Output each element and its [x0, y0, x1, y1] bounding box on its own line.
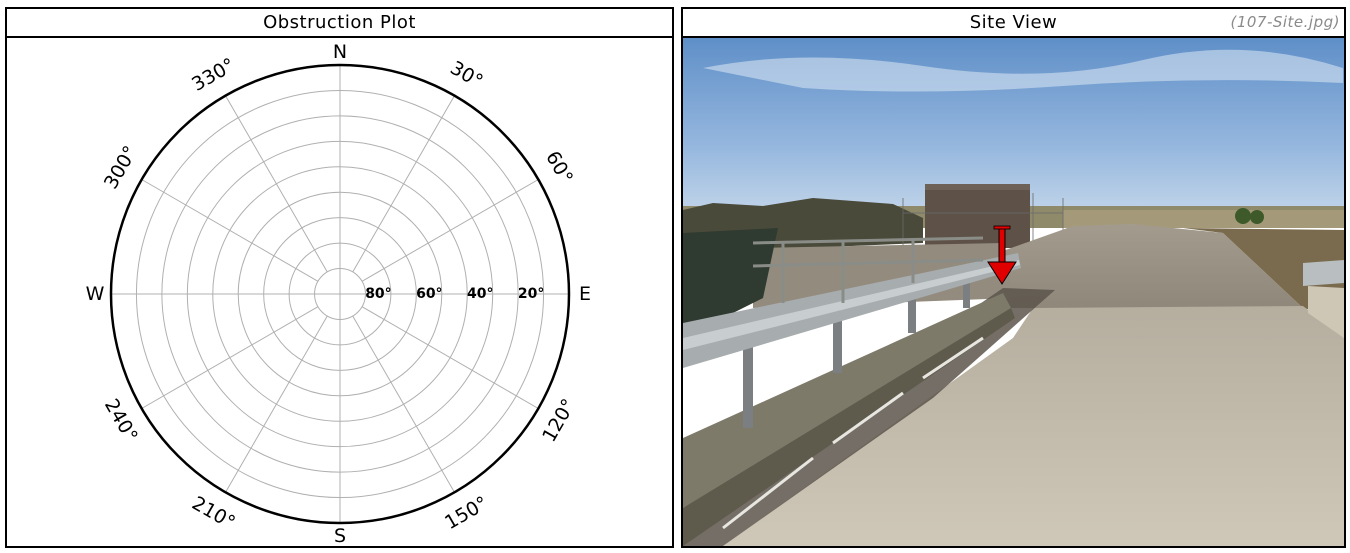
grass-field — [1183, 228, 1344, 318]
right-abutment — [1308, 286, 1344, 338]
azimuth-label: 300° — [100, 142, 142, 193]
guardrail-posts — [743, 268, 970, 428]
clouds — [703, 49, 1343, 92]
azimuth-label: 330° — [188, 54, 239, 96]
direction-label-south: S — [334, 525, 346, 546]
gravel-yard — [753, 243, 1013, 308]
azimuth-label: 60° — [541, 147, 577, 187]
azimuth-label: 210° — [188, 492, 239, 534]
elevation-label: 20° — [518, 286, 544, 302]
site-view-title-text: Site View — [969, 12, 1058, 33]
polar-plot: N E S W 30° 60° 120° 150° 210° 240° 300° 330° 80… — [86, 41, 591, 546]
shrub — [1250, 210, 1264, 224]
obstruction-plot-title: Obstruction Plot — [7, 9, 672, 38]
photo-file-label: (107-Site.jpg) — [1230, 13, 1340, 31]
site-photo — [683, 38, 1344, 546]
polar-grid — [111, 65, 569, 523]
guardrail-highlight — [683, 260, 1020, 350]
elevation-label: 40° — [467, 286, 493, 302]
azimuth-spoke — [225, 95, 328, 273]
shrub — [1235, 208, 1251, 224]
elevation-label: 60° — [416, 286, 442, 302]
obstruction-plot-panel: Obstruction Plot N E S W 30° 60° 120° 150° 2… — [5, 7, 674, 548]
station-marker — [987, 225, 1017, 285]
site-view-title: Site View (107-Site.jpg) — [683, 9, 1344, 38]
direction-label-east: E — [579, 283, 591, 305]
azimuth-spoke — [141, 179, 319, 282]
elevation-label: 80° — [365, 286, 391, 302]
direction-label-north: N — [333, 41, 347, 63]
concrete-curb — [683, 293, 1011, 508]
wing-wall — [683, 228, 778, 338]
distant-field-right — [1063, 210, 1344, 228]
azimuth-label: 240° — [100, 395, 142, 446]
azimuth-spoke — [361, 179, 539, 282]
azimuth-label: 150° — [441, 492, 492, 534]
azimuth-spoke — [361, 306, 539, 409]
bridge-deck — [723, 306, 1344, 546]
azimuth-label: 120° — [538, 395, 580, 446]
curb-side — [683, 308, 1015, 546]
azimuth-spoke — [141, 306, 319, 409]
deck-stripes — [722, 336, 984, 530]
azimuth-label: 30° — [446, 57, 486, 93]
horizon-circle — [109, 63, 571, 525]
azimuth-spoke — [352, 315, 455, 493]
azimuth-spoke — [352, 95, 455, 273]
direction-label-west: W — [86, 283, 105, 305]
site-view-panel: Site View (107-Site.jpg) — [681, 7, 1346, 548]
right-guardrail — [1303, 260, 1344, 286]
pipe-railing — [752, 236, 984, 303]
building-roof — [925, 184, 1030, 190]
azimuth-spoke — [225, 315, 328, 493]
gravel-road — [983, 224, 1303, 308]
